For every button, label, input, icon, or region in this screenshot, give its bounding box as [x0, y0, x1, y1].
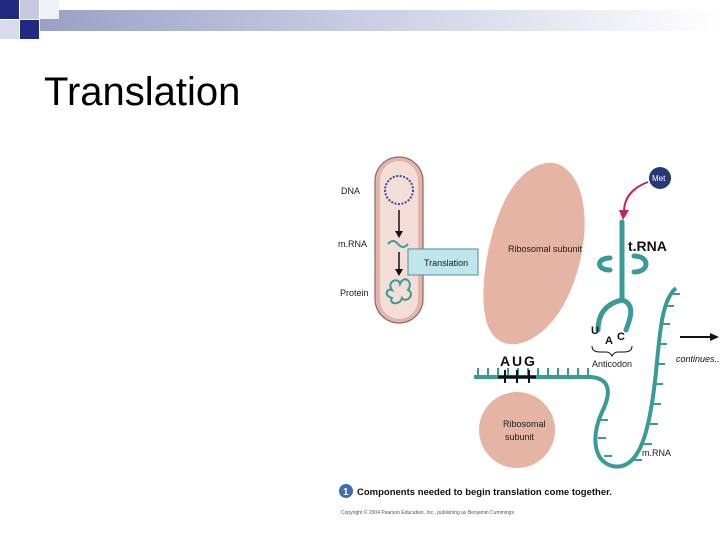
figure-caption: Components needed to begin translation c…	[357, 487, 612, 498]
protein-blob	[385, 278, 412, 305]
anticodon-label: Anticodon	[592, 359, 632, 369]
met-amino-acid	[649, 167, 671, 189]
dna-label: DNA	[341, 186, 360, 196]
step-number: 1	[343, 487, 349, 498]
small-ribosomal-subunit	[479, 392, 555, 468]
trna-anticodon-arm-2	[619, 297, 634, 333]
anticodon-letter-a: A	[605, 335, 613, 347]
anticodon-letter-u: U	[591, 325, 599, 337]
anticodon-brace	[591, 345, 633, 358]
trna	[595, 219, 649, 333]
anticodon-letter-c: C	[617, 331, 625, 343]
title-bar-gradient	[40, 10, 720, 31]
met-arrow	[623, 181, 649, 213]
met-label: Met	[652, 174, 666, 183]
continues-arrowhead	[710, 333, 719, 341]
translation-box	[407, 248, 479, 276]
deco-square-dark	[0, 0, 19, 19]
trna-right-loop	[631, 253, 649, 275]
slide-title: Translation	[44, 70, 241, 114]
codon-letter-g: G	[524, 353, 535, 369]
trna-anticodon-arm	[595, 297, 625, 333]
deco-square-light	[20, 0, 39, 19]
large-ribosomal-subunit	[483, 162, 585, 345]
deco-square-pale	[40, 0, 59, 19]
slide-decoration	[0, 0, 720, 39]
cell-panel: DNA m.RNA Protein Translation	[338, 156, 479, 324]
protein-label: Protein	[340, 288, 369, 298]
mrna-strand	[474, 286, 680, 469]
arrowhead	[395, 231, 403, 238]
continues-label: continues...	[676, 354, 720, 364]
dna-circle	[384, 175, 414, 205]
deco-square-dark	[20, 20, 39, 39]
codon-letter-a: A	[500, 353, 510, 369]
arrowhead	[395, 269, 403, 276]
trna-left-loop	[597, 255, 613, 273]
large-subunit-label: Ribosomal subunit	[508, 244, 583, 254]
translation-box-label: Translation	[424, 258, 468, 268]
step-number-badge	[339, 484, 353, 498]
mrna-label: m.RNA	[338, 239, 367, 249]
met-arrowhead	[619, 210, 629, 220]
mrna-squiggle	[387, 240, 409, 248]
copyright-text: Copyright © 2004 Pearson Education, Inc.…	[341, 509, 514, 516]
deco-square-light	[0, 20, 19, 39]
trna-label: t.RNA	[628, 238, 667, 254]
small-subunit-label-1: Ribosomal	[503, 419, 546, 429]
mrna-strand-label: m.RNA	[642, 448, 671, 458]
codon-letter-u: U	[512, 353, 522, 369]
small-subunit-label-2: subunit	[505, 432, 535, 442]
